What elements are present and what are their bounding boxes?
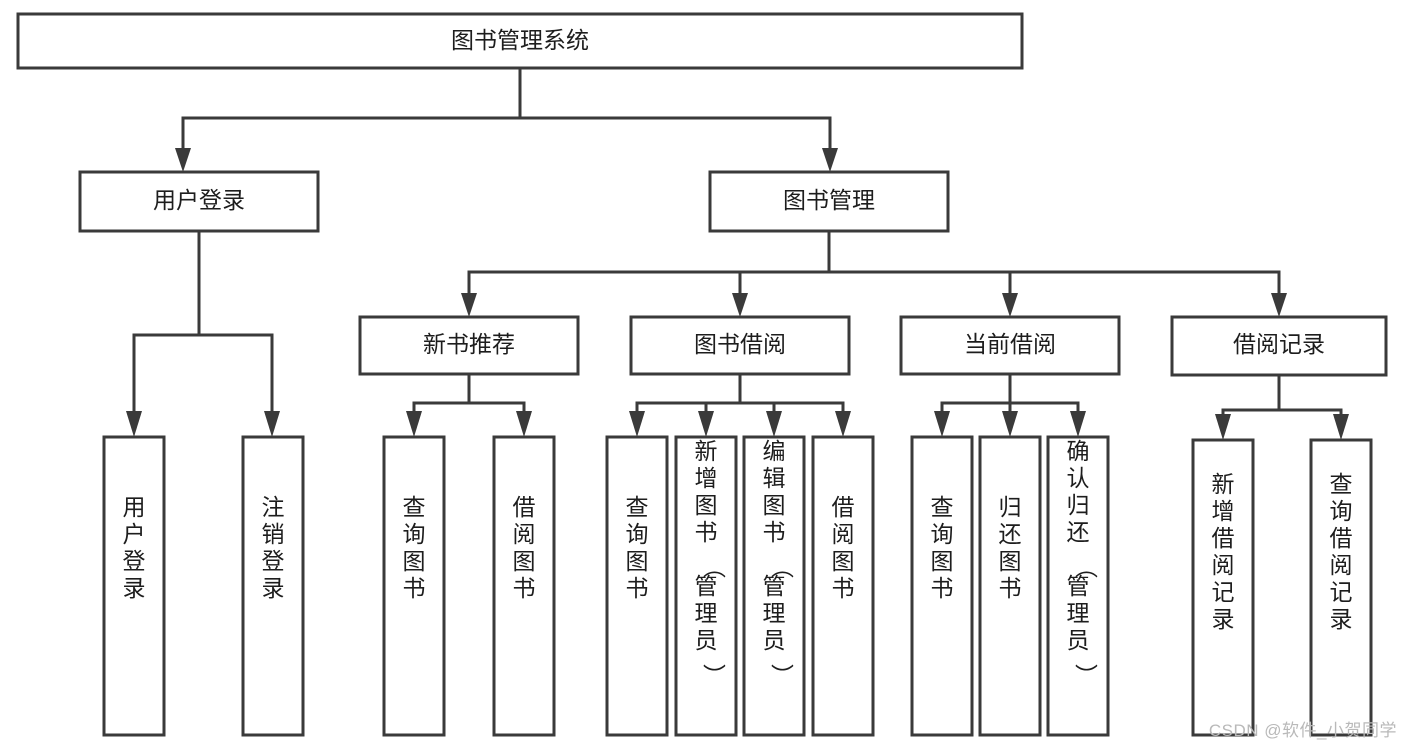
node-leaf-add-book-box[interactable] — [674, 435, 738, 737]
node-leaf-query-book-1-label: 查询图书 — [403, 494, 426, 601]
vertical-bracket-glyph: （ — [769, 556, 795, 579]
node-leaf-user-login-label: 用户登录 — [123, 494, 146, 601]
node-leaf-query-book-2[interactable]: 查询图书 — [605, 435, 669, 737]
node-leaf-borrow-book-1-box[interactable] — [492, 435, 556, 737]
node-leaf-add-book-label: 新增图书管理员 — [695, 438, 718, 653]
node-new-book-recommend[interactable]: 新书推荐 — [358, 315, 580, 376]
node-leaf-user-login-box[interactable] — [102, 435, 166, 737]
vertical-bracket-glyph: ） — [1073, 664, 1099, 687]
node-leaf-logout-login-label: 注销登录 — [262, 494, 285, 601]
node-leaf-add-borrow-record-label: 新增借阅记录 — [1212, 471, 1235, 632]
node-borrow-record-label: 借阅记录 — [1233, 331, 1325, 357]
node-current-borrow-box[interactable] — [899, 315, 1121, 376]
arrow-cb-leaf-1 — [934, 411, 950, 437]
node-leaf-confirm-return[interactable]: 确认归还管理员 （ ） — [1046, 435, 1110, 737]
node-borrow-record-box[interactable] — [1170, 315, 1388, 377]
edge-group-book-borrow — [629, 372, 851, 437]
node-leaf-edit-book-label: 编辑图书管理员 — [763, 438, 786, 653]
edge-group-book-manage — [461, 229, 1287, 317]
node-new-book-recommend-box[interactable] — [358, 315, 580, 376]
node-leaf-query-borrow-record-label: 查询借阅记录 — [1330, 471, 1353, 632]
node-book-borrow-box[interactable] — [629, 315, 851, 376]
vertical-bracket-glyph: ） — [769, 664, 795, 687]
node-leaf-borrow-book-1-label: 借阅图书 — [513, 494, 536, 601]
node-root-box[interactable] — [16, 12, 1024, 70]
node-leaf-add-book[interactable]: 新增图书管理员 （ ） — [674, 435, 738, 737]
edge-group-current-borrow — [934, 372, 1086, 437]
arrow-bm-new-book-recommend — [461, 293, 477, 317]
node-current-borrow-label: 当前借阅 — [964, 331, 1056, 357]
node-leaf-query-book-2-label: 查询图书 — [626, 494, 649, 601]
node-root[interactable]: 图书管理系统 — [16, 12, 1024, 70]
node-leaf-query-book-3-box[interactable] — [910, 435, 974, 737]
node-leaf-user-login[interactable]: 用户登录 — [102, 435, 166, 737]
node-current-borrow[interactable]: 当前借阅 — [899, 315, 1121, 376]
node-book-manage-box[interactable] — [708, 170, 950, 233]
arrow-bb-leaf-1 — [629, 411, 645, 437]
node-leaf-query-book-2-box[interactable] — [605, 435, 669, 737]
node-leaf-query-borrow-record[interactable]: 查询借阅记录 — [1309, 438, 1373, 737]
node-leaf-borrow-book-1[interactable]: 借阅图书 — [492, 435, 556, 737]
arrow-nbr-leaf-2 — [516, 411, 532, 437]
vertical-bracket-glyph: ） — [701, 664, 727, 687]
edge-group-user-login — [126, 229, 280, 437]
node-leaf-query-book-1[interactable]: 查询图书 — [382, 435, 446, 737]
arrow-br-leaf-1 — [1215, 414, 1231, 440]
node-leaf-borrow-book-2[interactable]: 借阅图书 — [811, 435, 875, 737]
arrow-cb-leaf-2 — [1002, 411, 1018, 437]
node-leaf-return-book[interactable]: 归还图书 — [978, 435, 1042, 737]
edge-group-root — [175, 66, 838, 172]
arrow-nbr-leaf-1 — [406, 411, 422, 437]
node-borrow-record[interactable]: 借阅记录 — [1170, 315, 1388, 377]
node-leaf-edit-book[interactable]: 编辑图书管理员 （ ） — [742, 435, 806, 737]
node-leaf-add-borrow-record-box[interactable] — [1191, 438, 1255, 737]
node-user-login[interactable]: 用户登录 — [78, 170, 320, 233]
arrow-br-leaf-2 — [1333, 414, 1349, 440]
node-leaf-query-borrow-record-box[interactable] — [1309, 438, 1373, 737]
arrow-bb-leaf-3 — [766, 411, 782, 437]
node-leaf-confirm-return-box[interactable] — [1046, 435, 1110, 737]
edge-group-borrow-record — [1215, 373, 1349, 440]
node-leaf-query-book-3[interactable]: 查询图书 — [910, 435, 974, 737]
vertical-bracket-glyph: （ — [701, 556, 727, 579]
node-leaf-return-book-box[interactable] — [978, 435, 1042, 737]
node-user-login-label: 用户登录 — [153, 187, 245, 213]
node-leaf-logout-login[interactable]: 注销登录 — [241, 435, 305, 737]
node-user-login-box[interactable] — [78, 170, 320, 233]
node-leaf-logout-login-box[interactable] — [241, 435, 305, 737]
arrow-bm-book-borrow — [732, 293, 748, 317]
node-leaf-return-book-label: 归还图书 — [999, 494, 1022, 601]
node-leaf-confirm-return-label: 确认归还管理员 — [1067, 438, 1090, 653]
arrow-cb-leaf-3 — [1070, 411, 1086, 437]
arrow-user-login-leaf-2 — [264, 411, 280, 437]
node-new-book-recommend-label: 新书推荐 — [423, 331, 515, 357]
arrow-bm-current-borrow — [1002, 293, 1018, 317]
node-book-manage-label: 图书管理 — [783, 187, 875, 213]
node-leaf-borrow-book-2-box[interactable] — [811, 435, 875, 737]
node-leaf-query-book-3-label: 查询图书 — [931, 494, 954, 601]
node-book-borrow[interactable]: 图书借阅 — [629, 315, 851, 376]
node-leaf-edit-book-box[interactable] — [742, 435, 806, 737]
arrow-root-to-book-manage — [822, 148, 838, 172]
arrow-root-to-user-login — [175, 148, 191, 172]
vertical-bracket-glyph: （ — [1073, 556, 1099, 579]
edge-group-new-book-recommend — [406, 372, 532, 437]
arrow-bb-leaf-2 — [698, 411, 714, 437]
node-leaf-add-borrow-record[interactable]: 新增借阅记录 — [1191, 438, 1255, 737]
node-root-label: 图书管理系统 — [451, 27, 589, 53]
node-book-borrow-label: 图书借阅 — [694, 331, 786, 357]
node-leaf-query-book-1-box[interactable] — [382, 435, 446, 737]
arrow-user-login-leaf-1 — [126, 411, 142, 437]
arrow-bb-leaf-4 — [835, 411, 851, 437]
node-book-manage[interactable]: 图书管理 — [708, 170, 950, 233]
node-leaf-borrow-book-2-label: 借阅图书 — [832, 494, 855, 601]
arrow-bm-borrow-record — [1271, 293, 1287, 317]
